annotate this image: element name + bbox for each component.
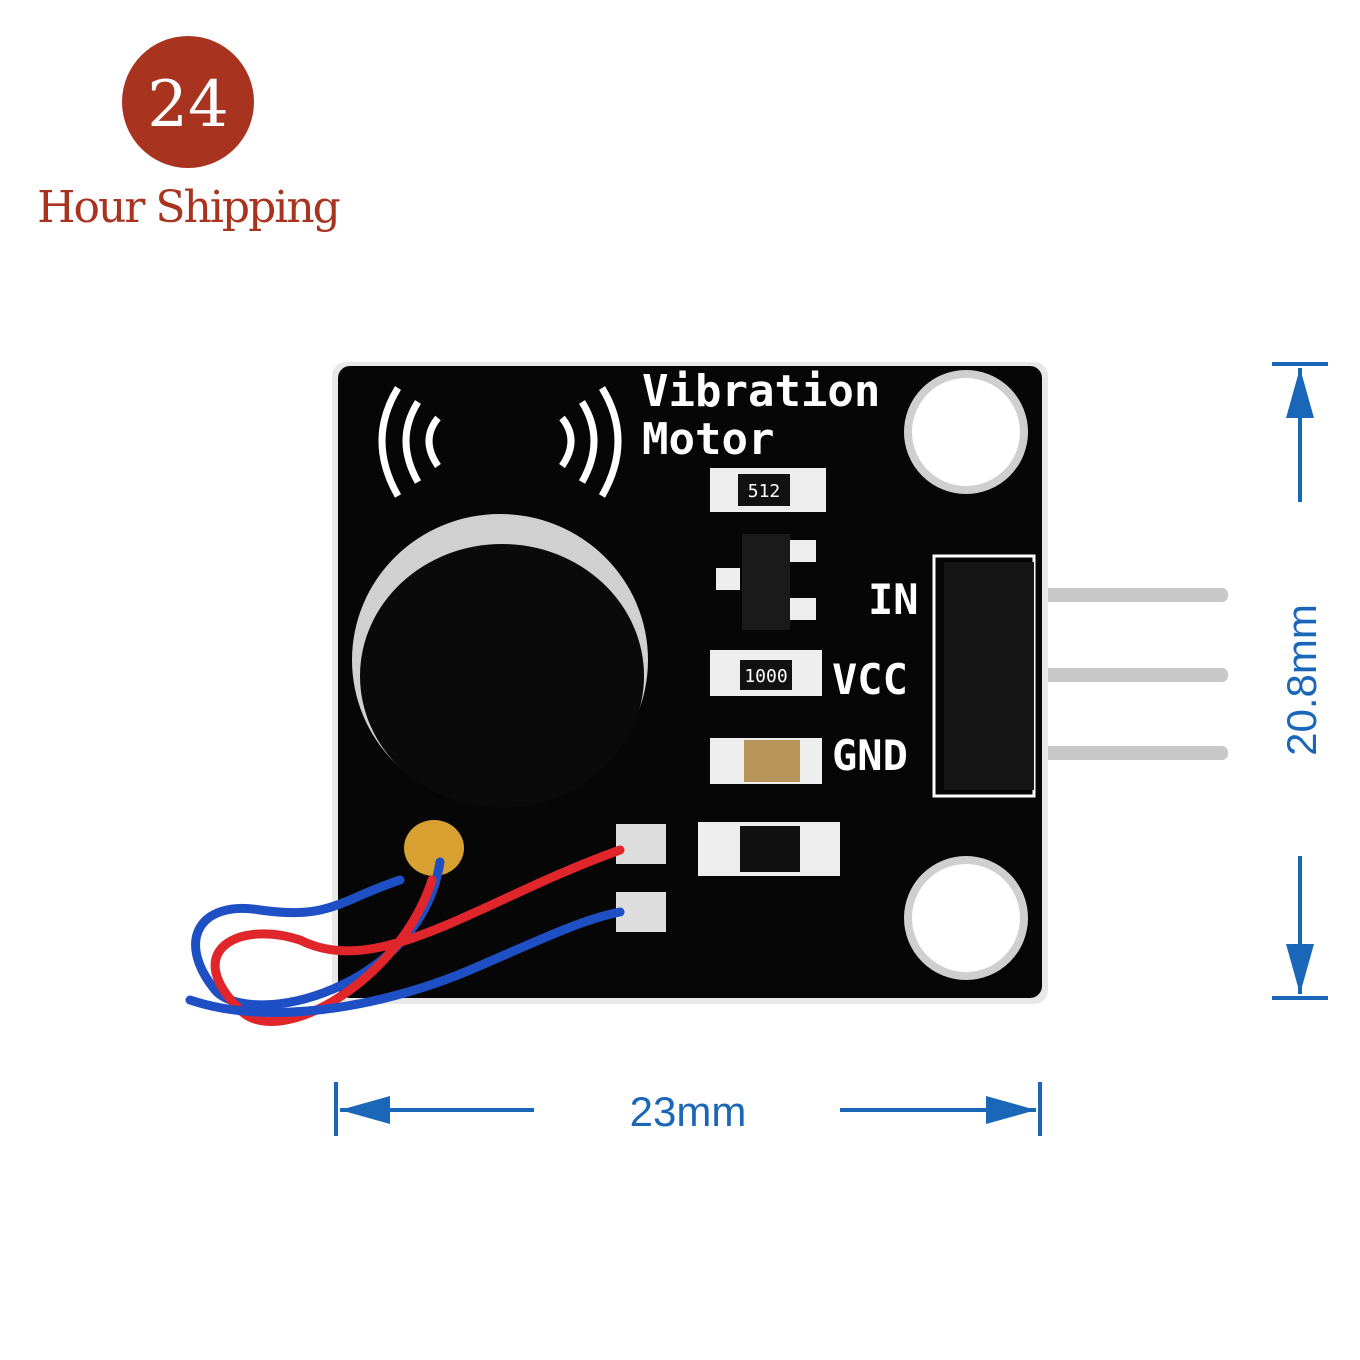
pin-label-gnd: GND [832, 731, 908, 780]
mounting-hole [904, 370, 1028, 494]
board-title-line2: Motor [642, 414, 774, 465]
transistor [742, 534, 790, 630]
vibration-icon [378, 386, 622, 498]
width-label: 23mm [630, 1088, 747, 1135]
motor-wires [185, 845, 625, 1026]
mounting-hole [904, 856, 1028, 980]
resistor-r1-code: 512 [748, 481, 781, 502]
pin-label-vcc: VCC [832, 655, 908, 704]
shipping-badge: 24 Hour Shipping [37, 36, 342, 233]
badge-text: Hour Shipping [37, 182, 340, 233]
pin-label-in: IN [868, 575, 919, 624]
height-dimension [1272, 362, 1328, 1000]
resistor-r2-code: 1000 [744, 666, 787, 687]
coin-vibration-motor [352, 514, 648, 876]
solder-pad [616, 824, 666, 864]
badge-circle [122, 36, 254, 168]
width-dimension [334, 1082, 1042, 1136]
badge-number: 24 [147, 68, 228, 142]
board-title-line1: Vibration [642, 366, 880, 417]
height-label: 20.8mm [1278, 604, 1325, 756]
